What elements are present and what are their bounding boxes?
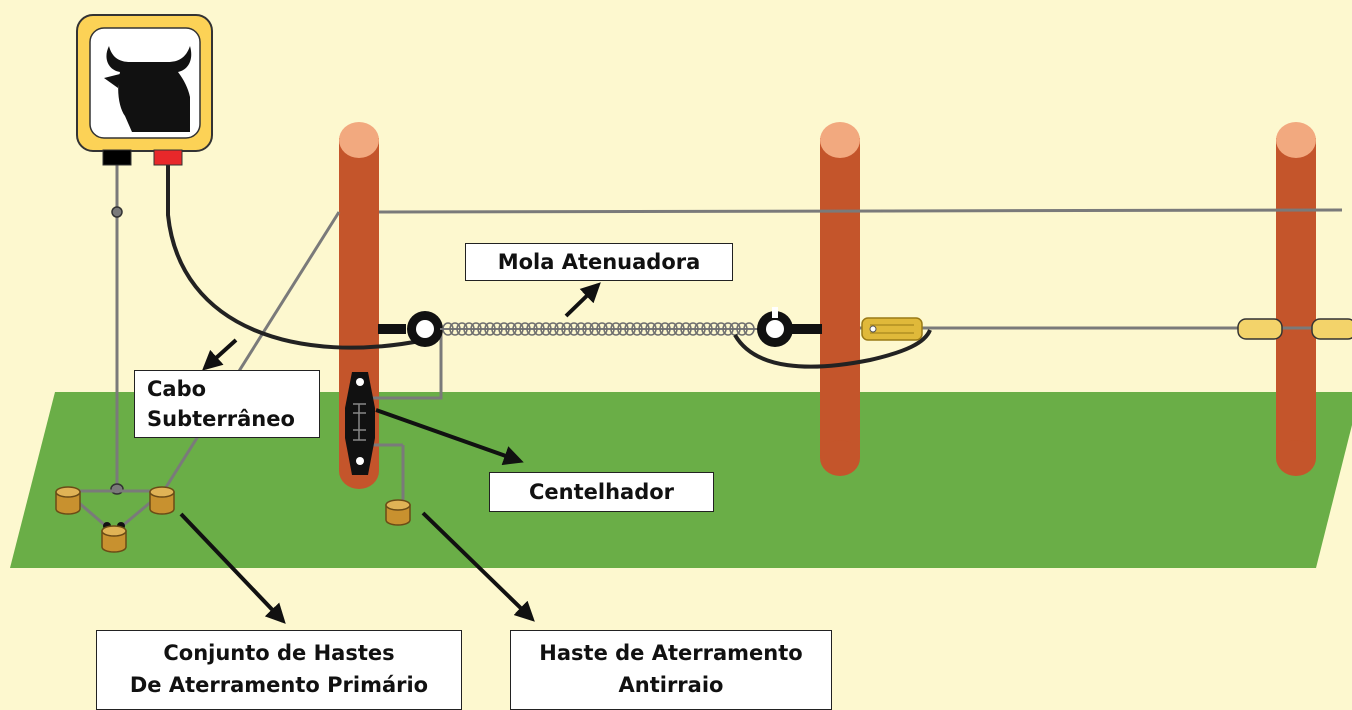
spring-coil (694, 322, 706, 336)
spring-coil (617, 322, 629, 336)
label-text: De Aterramento Primário (129, 673, 429, 697)
terminal-negative (102, 149, 132, 166)
fence-post-2 (820, 122, 860, 476)
diagonal-ground-wire (161, 211, 341, 493)
centelhador-label: Centelhador (489, 472, 714, 512)
spring-coil (470, 322, 482, 336)
spring-coil (512, 322, 524, 336)
insulator (1237, 318, 1283, 340)
label-text: Centelhador (528, 480, 675, 504)
spring-coil (624, 322, 636, 336)
spring-coil (554, 322, 566, 336)
energizer-box (76, 14, 213, 152)
spring-coil (659, 322, 671, 336)
ground-rod (101, 525, 127, 553)
spring-coil (715, 322, 727, 336)
terminal-positive (153, 149, 183, 166)
spring-coil (736, 322, 748, 336)
spring-coil (687, 322, 699, 336)
cabo-subterraneo-label: Cabo Subterrâneo (134, 370, 320, 438)
jumper-cable (733, 329, 932, 369)
arrow-haste (421, 511, 535, 622)
spring-coil (547, 322, 559, 336)
spring-coil (463, 322, 475, 336)
spring-coil (568, 322, 580, 336)
spring-coil (589, 322, 601, 336)
underground-cable (166, 165, 426, 350)
spring-coil (652, 322, 664, 336)
spring-coil (575, 322, 587, 336)
ground-rod (55, 486, 81, 515)
conjunto-hastes-label: Conjunto de Hastes De Aterramento Primár… (96, 630, 462, 710)
top-wire (378, 208, 1343, 214)
spring-coil (722, 322, 734, 336)
spring-coil (708, 322, 720, 336)
spring-coil (680, 322, 692, 336)
spring-coil (603, 322, 615, 336)
ground-rod (149, 486, 175, 515)
attenuator-spring (440, 322, 760, 336)
arrow-centelhador (375, 408, 524, 466)
spring-coil (533, 322, 545, 336)
spring-coil (477, 322, 489, 336)
bull-head-icon (104, 46, 192, 132)
spring-coil (610, 322, 622, 336)
spring-coil (491, 322, 503, 336)
insulator (1311, 318, 1352, 340)
label-text: Antirraio (618, 673, 724, 697)
spring-coil (456, 322, 468, 336)
arrow-conjunto (179, 512, 286, 624)
spring-coil (743, 322, 755, 336)
spring-coil (540, 322, 552, 336)
spring-coil (638, 322, 650, 336)
spring-coil (449, 322, 461, 336)
arrow-mola (564, 282, 601, 318)
label-text: Conjunto de Hastes (163, 641, 395, 665)
spring-coil (498, 322, 510, 336)
spring-coil (484, 322, 496, 336)
spring-coil (519, 322, 531, 336)
spring-coil (505, 322, 517, 336)
spring-ring-right (757, 307, 822, 347)
haste-antirraio-label: Haste de Aterramento Antirraio (510, 630, 832, 710)
label-text: Haste de Aterramento (539, 641, 803, 665)
label-text: Mola Atenuadora (497, 250, 701, 274)
arrow-cabo (202, 338, 238, 371)
spring-ring-left (378, 311, 443, 347)
lightning-ground-rod (385, 499, 411, 526)
spring-coil (582, 322, 594, 336)
label-text: Subterrâneo (147, 407, 295, 431)
spring-coil (701, 322, 713, 336)
spring-coil (666, 322, 678, 336)
spring-coil (561, 322, 573, 336)
fence-post-3 (1276, 122, 1316, 476)
spring-coil (631, 322, 643, 336)
spring-coil (526, 322, 538, 336)
spring-coil (442, 322, 454, 336)
mola-atenuadora-label: Mola Atenuadora (465, 243, 733, 281)
wire-tensioner (861, 317, 923, 341)
label-text: Cabo (147, 377, 207, 401)
spring-coil (645, 322, 657, 336)
spring-coil (673, 322, 685, 336)
spring-coil (596, 322, 608, 336)
spark-gap (345, 372, 375, 475)
